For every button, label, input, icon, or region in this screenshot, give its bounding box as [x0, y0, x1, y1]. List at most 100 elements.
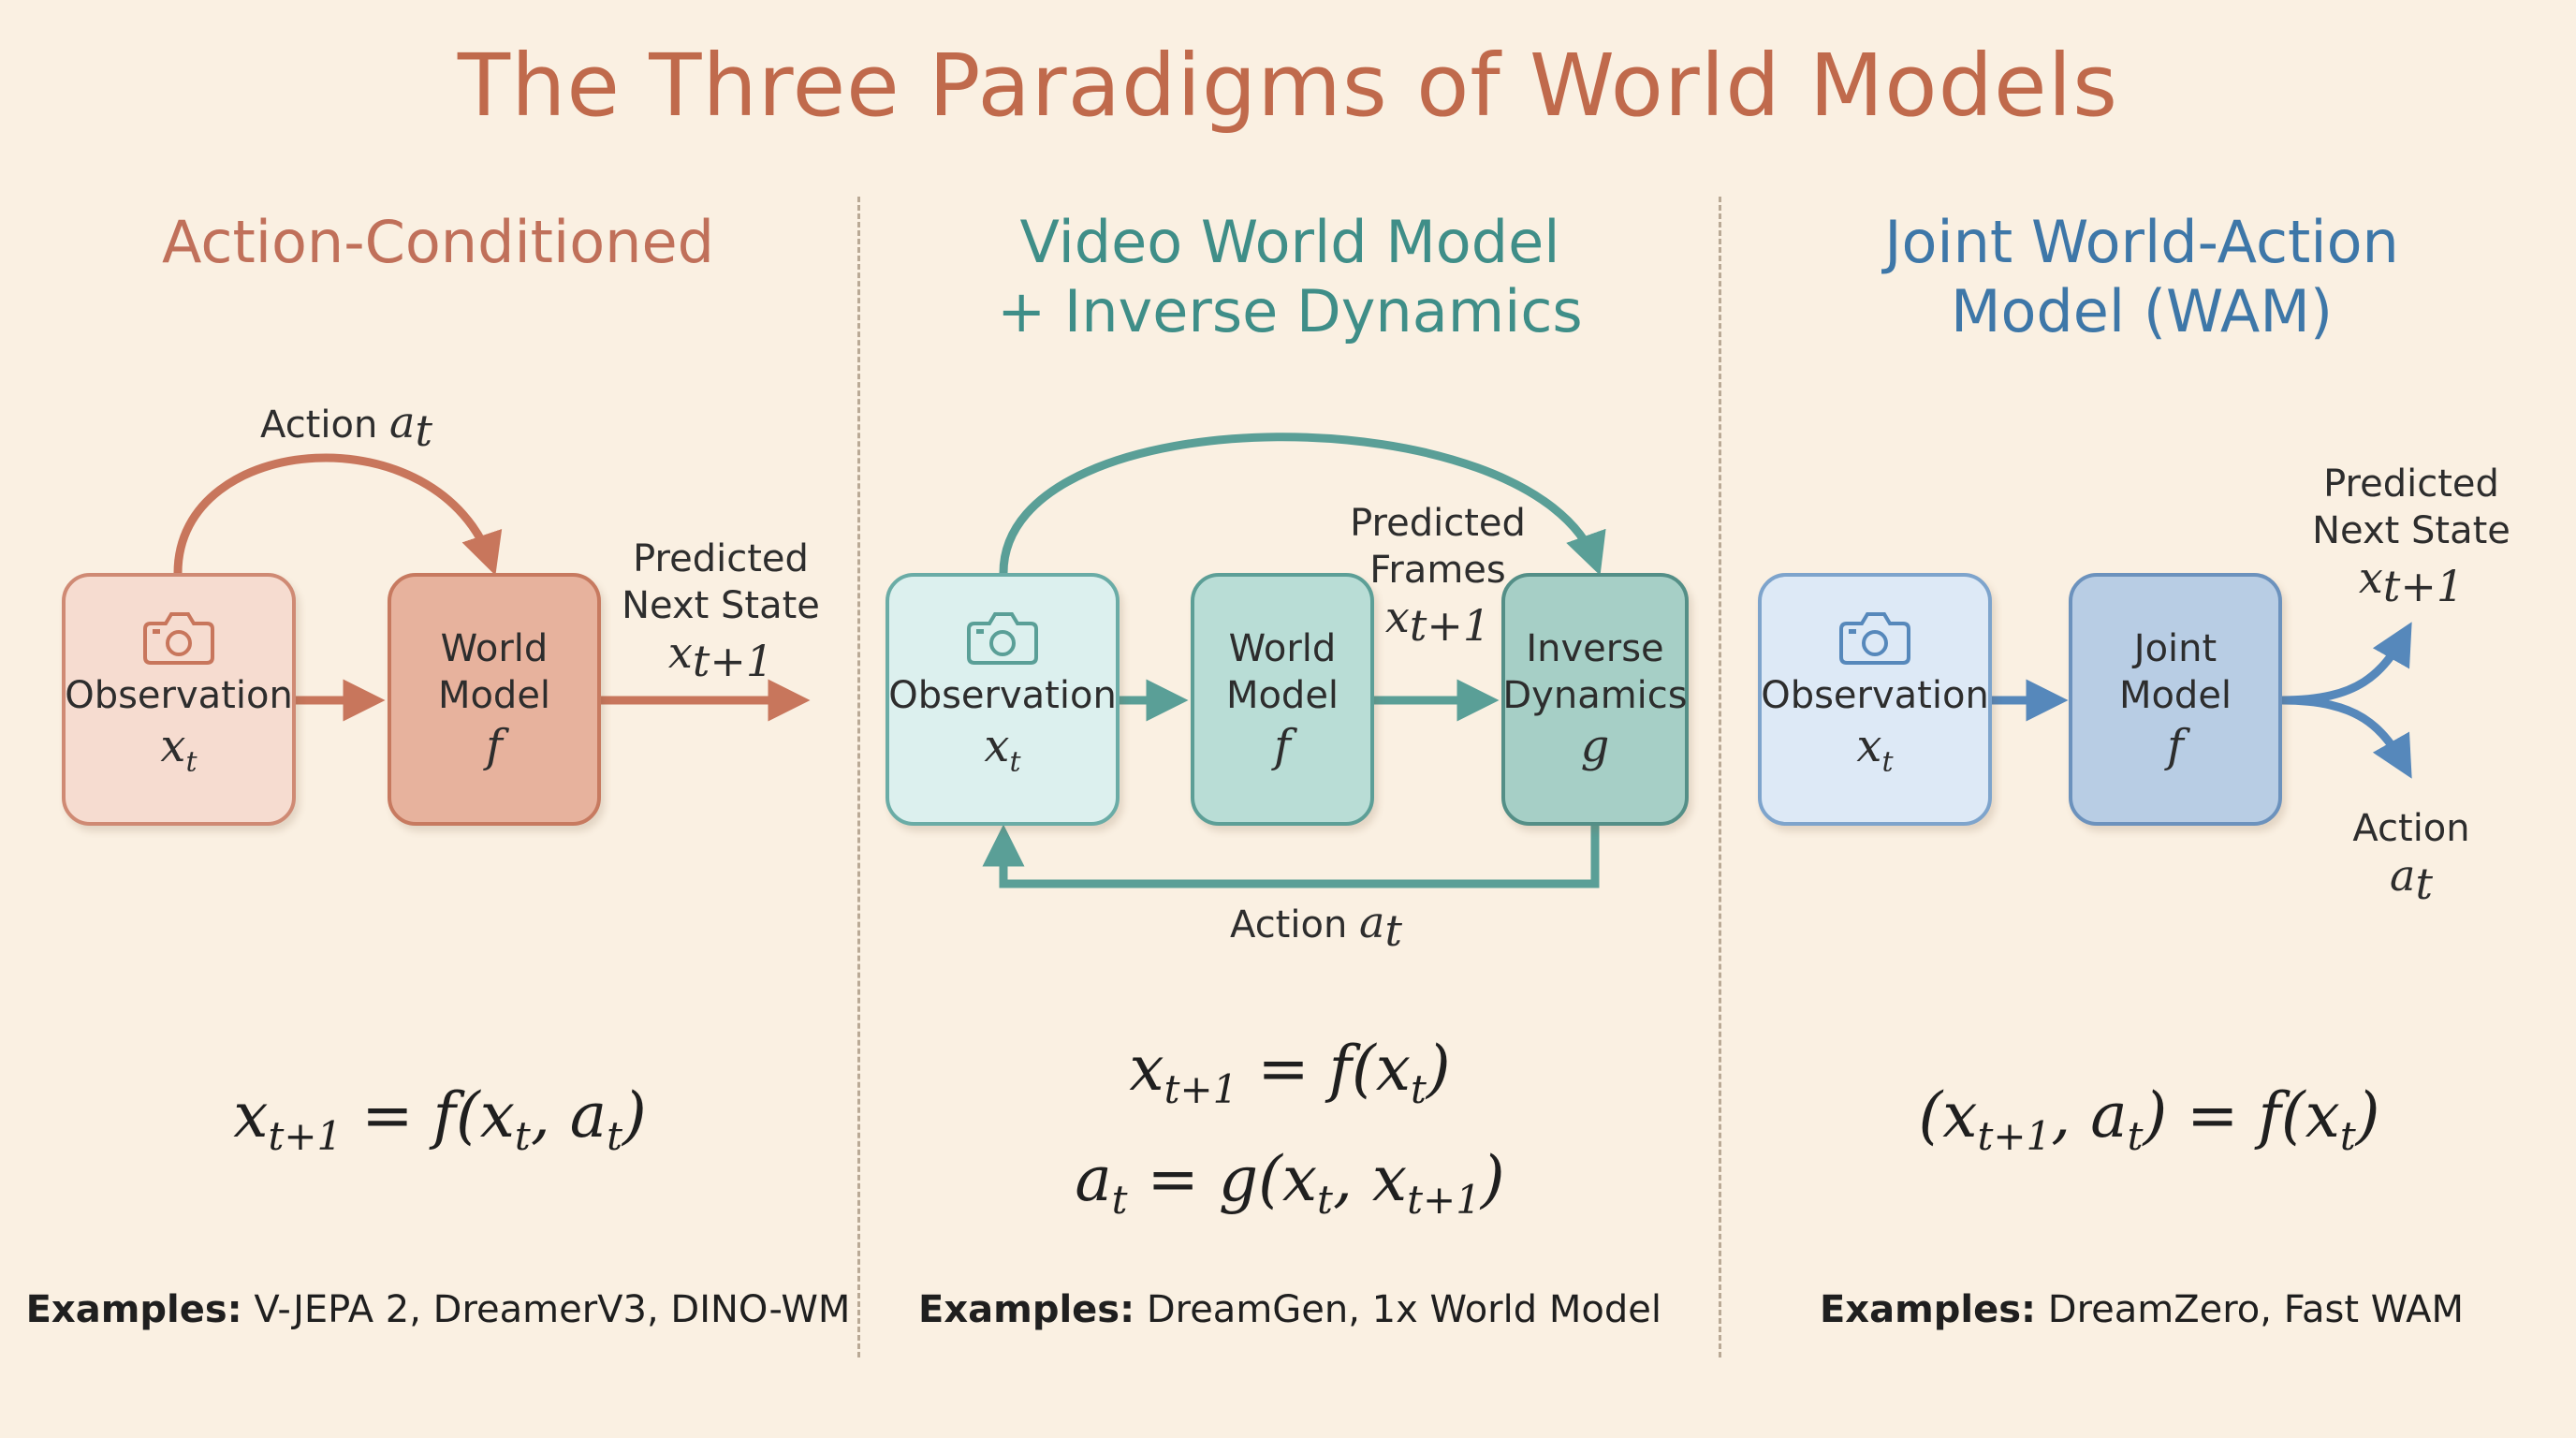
frames-sub: t+1 [1409, 600, 1491, 651]
inverse-label-line2: Dynamics [1502, 674, 1688, 717]
action-label: Action at [1166, 899, 1466, 961]
var-subscript: t [1881, 745, 1894, 779]
observation-label: Observation [888, 674, 1117, 718]
panel-divider [857, 197, 860, 1357]
model-label-line2: Model [2118, 674, 2232, 717]
observation-box: Observation xt [62, 573, 296, 826]
panel-title-line: Model (WAM) [1950, 277, 2334, 345]
var-symbol: x [984, 720, 1010, 773]
predicted-frames-label: Predicted Frames xt+1 [1325, 500, 1550, 655]
action-text: Action [1230, 903, 1348, 946]
page-title: The Three Paradigms of World Models [457, 36, 2119, 136]
examples-action-conditioned: Examples: V-JEPA 2, DreamerV3, DINO-WM [17, 1288, 859, 1331]
panel-title-line: Joint World-Action [1884, 208, 2399, 276]
eq-token: x [1129, 1033, 1164, 1105]
equation-line2: at = g(xt, xt+1) [869, 1135, 1711, 1245]
action-sub: t [415, 405, 432, 456]
var-symbol: x [160, 720, 186, 773]
action-var: a [1359, 897, 1385, 947]
panel-divider [1719, 197, 1721, 1357]
observation-label: Observation [65, 674, 293, 718]
output-line1: Predicted [633, 537, 809, 580]
output-var: x [667, 627, 693, 678]
frames-line2: Frames [1369, 549, 1506, 592]
world-model-box: World Model f [388, 573, 601, 826]
panel-title-line: Video World Model [1019, 208, 1560, 276]
joint-to-state-arrow [2281, 622, 2412, 705]
action-label: Action at [197, 399, 496, 461]
eq-sub: t [514, 1113, 531, 1160]
equation-action-conditioned: xt+1 = f(xt, at) [37, 1071, 842, 1181]
var-symbol: x [1856, 720, 1882, 773]
observation-var: xt [1856, 719, 1893, 790]
camera-icon [967, 612, 1038, 666]
panel-title-action-conditioned: Action-Conditioned [17, 208, 859, 277]
eq-token: = f(x [1257, 1033, 1412, 1105]
equation-joint-wam: (xt+1, at) = f(xt) [1728, 1071, 2570, 1181]
eq-token: x [233, 1079, 269, 1152]
eq-token: = g(x [1147, 1143, 1318, 1216]
observation-box: Observation xt [886, 573, 1120, 826]
output-sub: t+1 [2382, 561, 2465, 611]
eq-token: a [1075, 1143, 1112, 1216]
eq-sub: t [1317, 1177, 1333, 1224]
camera-icon [143, 612, 214, 666]
eq-sub: t+1 [1977, 1113, 2052, 1160]
output-var: x [2358, 552, 2383, 603]
eq-token: ) [1426, 1033, 1451, 1105]
output-line2: Next State [2312, 509, 2510, 552]
var-subscript: t [1009, 745, 1021, 779]
action-text: Action [2352, 807, 2470, 850]
model-label-line1: Joint [2133, 627, 2217, 670]
frames-line1: Predicted [1350, 502, 1526, 545]
eq-token: = f(x [361, 1079, 515, 1152]
output-line1: Predicted [2323, 462, 2499, 506]
var-subscript: t [185, 745, 198, 779]
action-sub: t [2415, 858, 2433, 909]
eq-sub: t [2127, 1113, 2144, 1160]
eq-sub: t+1 [268, 1113, 343, 1160]
examples-text: DreamZero, Fast WAM [2047, 1288, 2465, 1331]
action-text: Action [260, 404, 378, 447]
panel-title-line: + Inverse Dynamics [997, 277, 1583, 345]
action-var: a [389, 397, 416, 448]
equation-video-world-model: xt+1 = f(xt) at = g(xt, xt+1) [869, 1024, 1711, 1245]
examples-joint-wam: Examples: DreamZero, Fast WAM [1720, 1288, 2563, 1331]
action-var: a [2390, 850, 2416, 901]
examples-video-world-model: Examples: DreamGen, 1x World Model [869, 1288, 1711, 1331]
eq-sub: t [1111, 1177, 1128, 1224]
joint-model-box: Joint Model f [2069, 573, 2282, 826]
eq-token: (x [1918, 1079, 1978, 1152]
world-model-box: World Model f [1191, 573, 1374, 826]
eq-token: , a [2051, 1079, 2128, 1152]
output-label: Predicted Next State xt+1 [608, 536, 833, 691]
observation-box: Observation xt [1758, 573, 1992, 826]
observation-var: xt [160, 719, 197, 790]
examples-label: Examples: [25, 1288, 242, 1331]
eq-sub: t [2339, 1113, 2356, 1160]
action-output-label: Action at [2299, 805, 2524, 914]
action-sub: t [1384, 905, 1402, 956]
panel-title-video-world-model: Video World Model + Inverse Dynamics [869, 208, 1711, 346]
panel-title-joint-wam: Joint World-Action Model (WAM) [1720, 208, 2563, 346]
eq-sub: t+1 [1164, 1066, 1238, 1113]
eq-token: , a [530, 1079, 607, 1152]
obs-skip-arc-arrow [999, 433, 1606, 576]
model-var: f [1274, 720, 1291, 772]
eq-sub: t [607, 1113, 623, 1160]
examples-label: Examples: [918, 1288, 1135, 1331]
examples-text: V-JEPA 2, DreamerV3, DINO-WM [254, 1288, 851, 1331]
output-label: Predicted Next State xt+1 [2299, 461, 2524, 616]
action-feedback-arrow [982, 824, 1600, 888]
examples-text: DreamGen, 1x World Model [1146, 1288, 1661, 1331]
frames-var: x [1384, 592, 1410, 642]
inverse-label-line1: Inverse [1526, 627, 1664, 670]
eq-token: ) = f(x [2143, 1079, 2340, 1152]
equation-line1: xt+1 = f(xt) [869, 1024, 1711, 1135]
camera-icon [1839, 612, 1910, 666]
output-line2: Next State [622, 584, 820, 627]
output-sub: t+1 [692, 636, 774, 686]
eq-sub: t+1 [1407, 1177, 1481, 1224]
eq-token: ) [622, 1079, 647, 1152]
